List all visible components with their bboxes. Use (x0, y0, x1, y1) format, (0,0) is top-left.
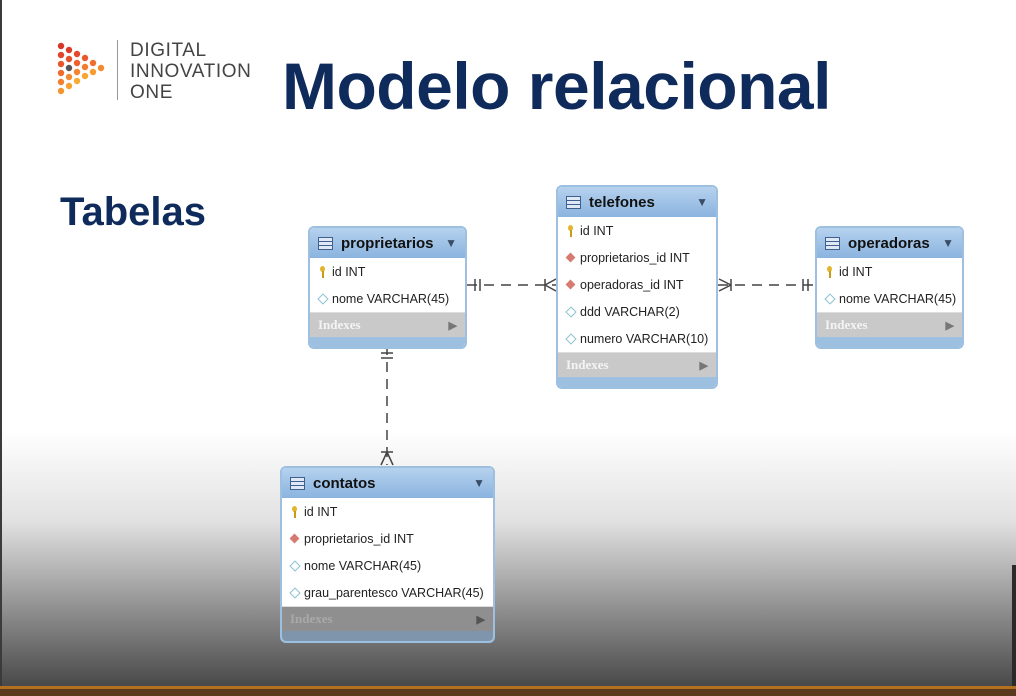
table-telefones[interactable]: telefones ▼ id INT proprietarios_id INT … (556, 185, 718, 389)
column-row[interactable]: numero VARCHAR(10) (558, 325, 716, 352)
table-header[interactable]: contatos ▼ (282, 468, 493, 498)
column-label: nome VARCHAR(45) (304, 558, 422, 573)
column-diamond-icon (824, 293, 836, 305)
column-row[interactable]: ddd VARCHAR(2) (558, 298, 716, 325)
column-row[interactable]: operadoras_id INT (558, 271, 716, 298)
primary-key-icon (289, 505, 301, 518)
table-footer (310, 337, 465, 347)
column-label: operadoras_id INT (580, 277, 684, 292)
expand-arrow-icon[interactable]: ▶ (699, 359, 708, 372)
table-icon (318, 236, 333, 250)
indexes-row[interactable]: Indexes ▶ (558, 353, 716, 377)
column-label: grau_parentesco VARCHAR(45) (304, 585, 484, 600)
column-row[interactable]: id INT (817, 258, 962, 285)
column-diamond-icon (565, 306, 577, 318)
indexes-label: Indexes (318, 317, 361, 332)
table-header[interactable]: operadoras ▼ (817, 228, 962, 258)
expand-arrow-icon[interactable]: ▶ (476, 613, 485, 626)
foreign-key-icon (565, 279, 577, 291)
rel-crowfoot (718, 284, 732, 292)
column-label: nome VARCHAR(45) (839, 291, 957, 306)
logo-text: DIGITAL INNOVATION ONE (130, 40, 251, 103)
collapse-arrow-icon[interactable]: ▼ (445, 236, 457, 250)
column-label: nome VARCHAR(45) (332, 291, 450, 306)
foreign-key-icon (565, 252, 577, 264)
table-footer (817, 337, 962, 347)
column-diamond-icon (289, 587, 301, 599)
column-label: proprietarios_id INT (304, 531, 414, 546)
table-proprietarios[interactable]: proprietarios ▼ id INT nome VARCHAR(45) … (308, 226, 467, 349)
table-icon (825, 236, 840, 250)
primary-key-icon (317, 265, 329, 278)
column-row[interactable]: nome VARCHAR(45) (310, 285, 465, 312)
column-row[interactable]: proprietarios_id INT (558, 244, 716, 271)
rel-crowfoot (718, 278, 732, 286)
left-edge-border (0, 0, 2, 696)
rel-crowfoot (386, 451, 394, 466)
indexes-label: Indexes (825, 317, 868, 332)
foreign-key-icon (289, 533, 301, 545)
table-header[interactable]: telefones ▼ (558, 187, 716, 217)
logo-line: DIGITAL (130, 40, 207, 61)
indexes-label: Indexes (566, 357, 609, 372)
table-footer (282, 631, 493, 641)
column-diamond-icon (317, 293, 329, 305)
column-row[interactable]: id INT (558, 217, 716, 244)
collapse-arrow-icon[interactable]: ▼ (473, 476, 485, 490)
logo-line: INNOVATION (130, 61, 252, 82)
collapse-arrow-icon[interactable]: ▼ (696, 195, 708, 209)
primary-key-icon (824, 265, 836, 278)
logo-divider (117, 40, 118, 100)
column-row[interactable]: nome VARCHAR(45) (817, 285, 962, 312)
column-label: id INT (332, 264, 366, 279)
column-label: id INT (580, 223, 614, 238)
column-row[interactable]: id INT (282, 498, 493, 525)
indexes-row[interactable]: Indexes ▶ (310, 313, 465, 337)
column-row[interactable]: nome VARCHAR(45) (282, 552, 493, 579)
column-diamond-icon (565, 333, 577, 345)
table-name: operadoras (848, 234, 930, 252)
indexes-row[interactable]: Indexes ▶ (282, 607, 493, 631)
bottom-accent-bar (0, 686, 1016, 696)
table-footer (558, 377, 716, 387)
table-header[interactable]: proprietarios ▼ (310, 228, 465, 258)
indexes-row[interactable]: Indexes ▶ (817, 313, 962, 337)
table-name: contatos (313, 474, 376, 492)
expand-arrow-icon[interactable]: ▶ (448, 319, 457, 332)
table-operadoras[interactable]: operadoras ▼ id INT nome VARCHAR(45) Ind… (815, 226, 964, 349)
column-label: proprietarios_id INT (580, 250, 690, 265)
dio-logo-icon (55, 38, 115, 104)
collapse-arrow-icon[interactable]: ▼ (942, 236, 954, 250)
page-title: Modelo relacional (282, 49, 831, 123)
table-contatos[interactable]: contatos ▼ id INT proprietarios_id INT n… (280, 466, 495, 643)
indexes-label: Indexes (290, 611, 333, 626)
table-icon (290, 476, 305, 490)
column-label: id INT (304, 504, 338, 519)
primary-key-icon (565, 224, 577, 237)
rel-crowfoot (544, 278, 557, 286)
column-label: ddd VARCHAR(2) (580, 304, 680, 319)
column-diamond-icon (289, 560, 301, 572)
column-row[interactable]: proprietarios_id INT (282, 525, 493, 552)
section-title: Tabelas (60, 190, 206, 234)
column-row[interactable]: grau_parentesco VARCHAR(45) (282, 579, 493, 606)
table-name: telefones (589, 193, 655, 211)
right-edge-shadow (1012, 565, 1016, 686)
rel-crowfoot (380, 451, 388, 466)
column-row[interactable]: id INT (310, 258, 465, 285)
table-icon (566, 195, 581, 209)
expand-arrow-icon[interactable]: ▶ (945, 319, 954, 332)
rel-crowfoot (544, 284, 557, 292)
column-label: id INT (839, 264, 873, 279)
column-label: numero VARCHAR(10) (580, 331, 709, 346)
logo-line: ONE (130, 82, 173, 103)
table-name: proprietarios (341, 234, 434, 252)
